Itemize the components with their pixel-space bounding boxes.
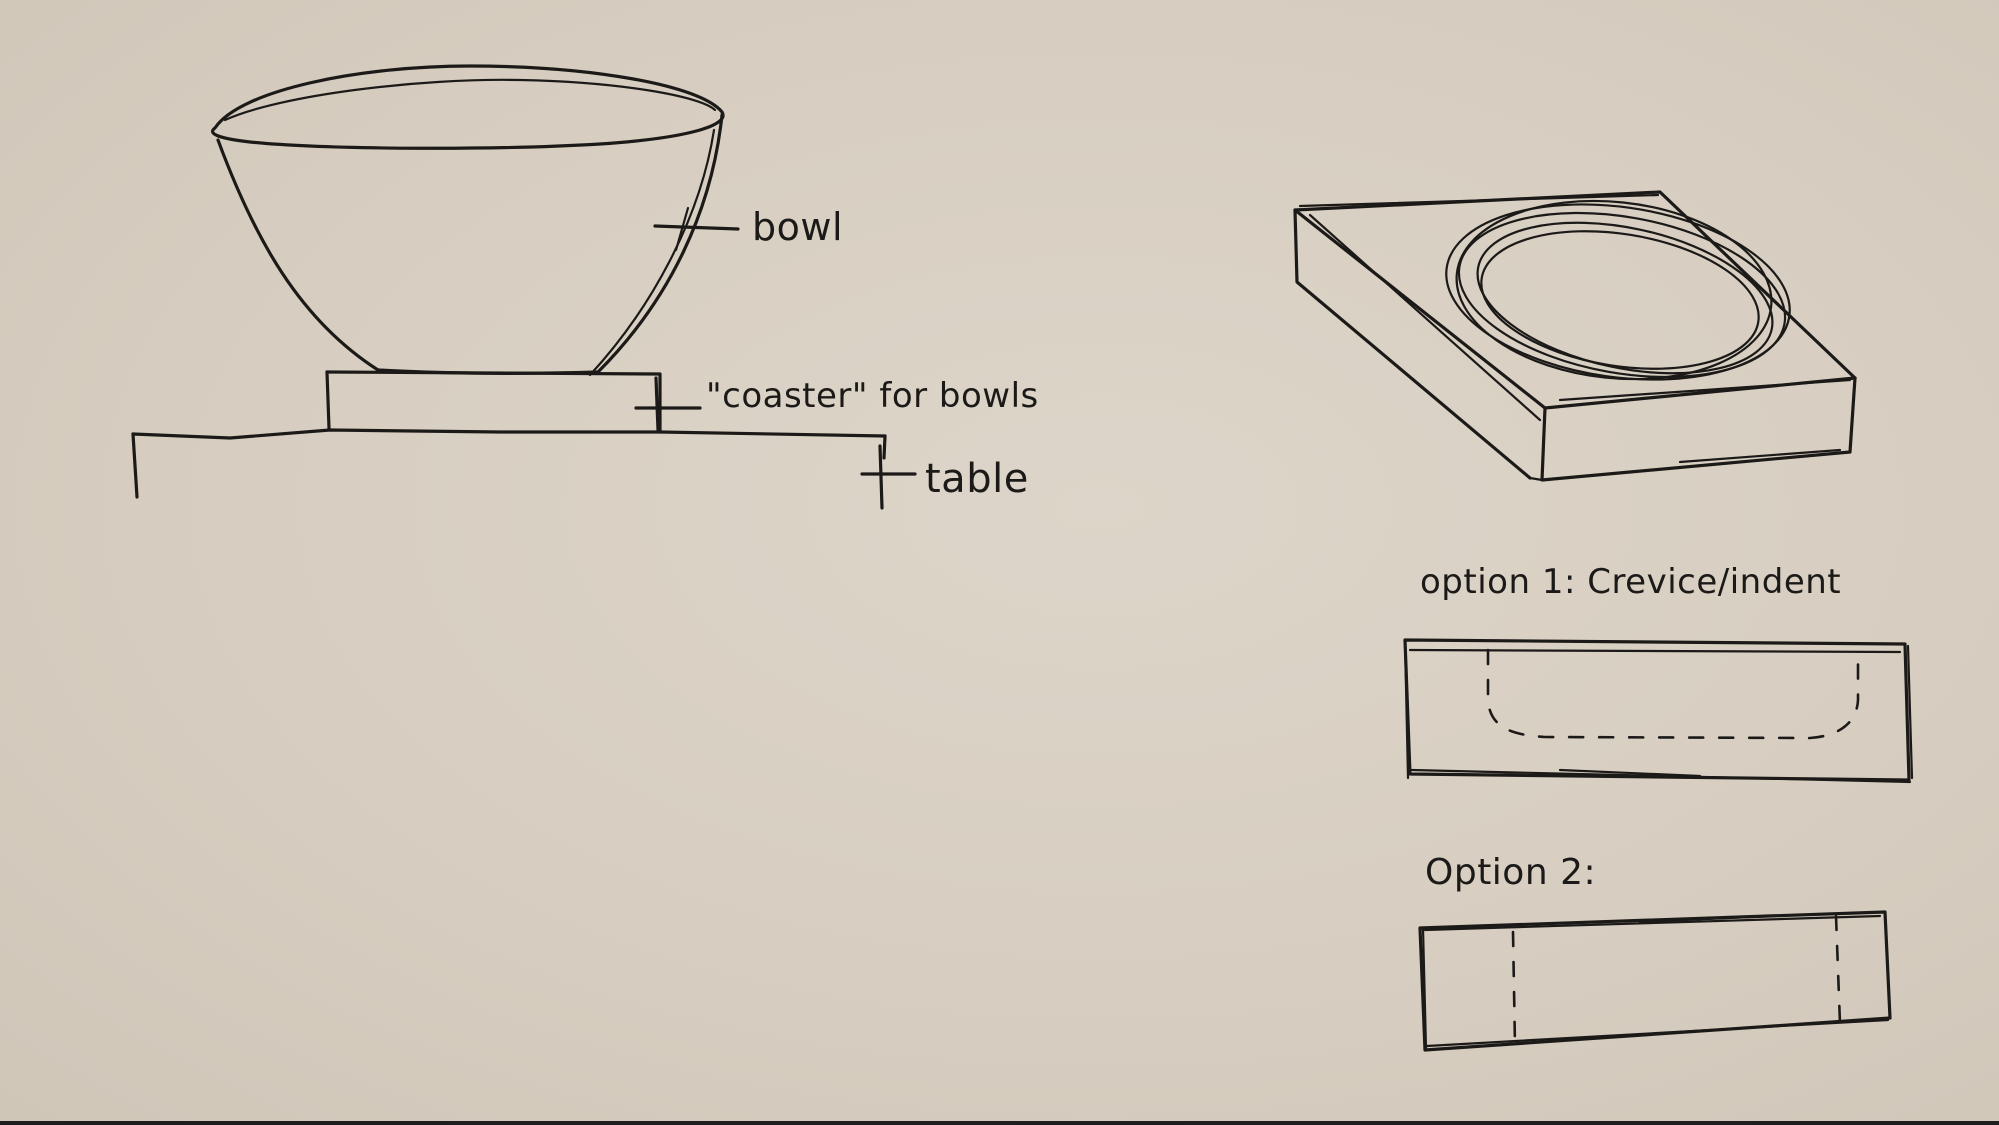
coaster-isometric-drawing xyxy=(1295,184,1855,480)
coaster-side-drawing xyxy=(327,372,660,430)
option2-label: Option 2: xyxy=(1425,852,1596,893)
bowl-leader xyxy=(655,208,738,250)
bottom-border xyxy=(0,1121,1999,1125)
coaster-leader xyxy=(636,378,700,430)
table-leader xyxy=(862,446,915,508)
table-drawing xyxy=(133,430,885,497)
option1-label: option 1: Crevice/indent xyxy=(1420,562,1841,602)
option1-drawing xyxy=(1405,640,1912,782)
bowl-label: bowl xyxy=(752,205,843,249)
coaster-label: "coaster" for bowls xyxy=(706,376,1039,416)
option2-drawing xyxy=(1420,912,1890,1050)
bowl-drawing xyxy=(213,66,723,375)
table-label: table xyxy=(925,456,1029,502)
